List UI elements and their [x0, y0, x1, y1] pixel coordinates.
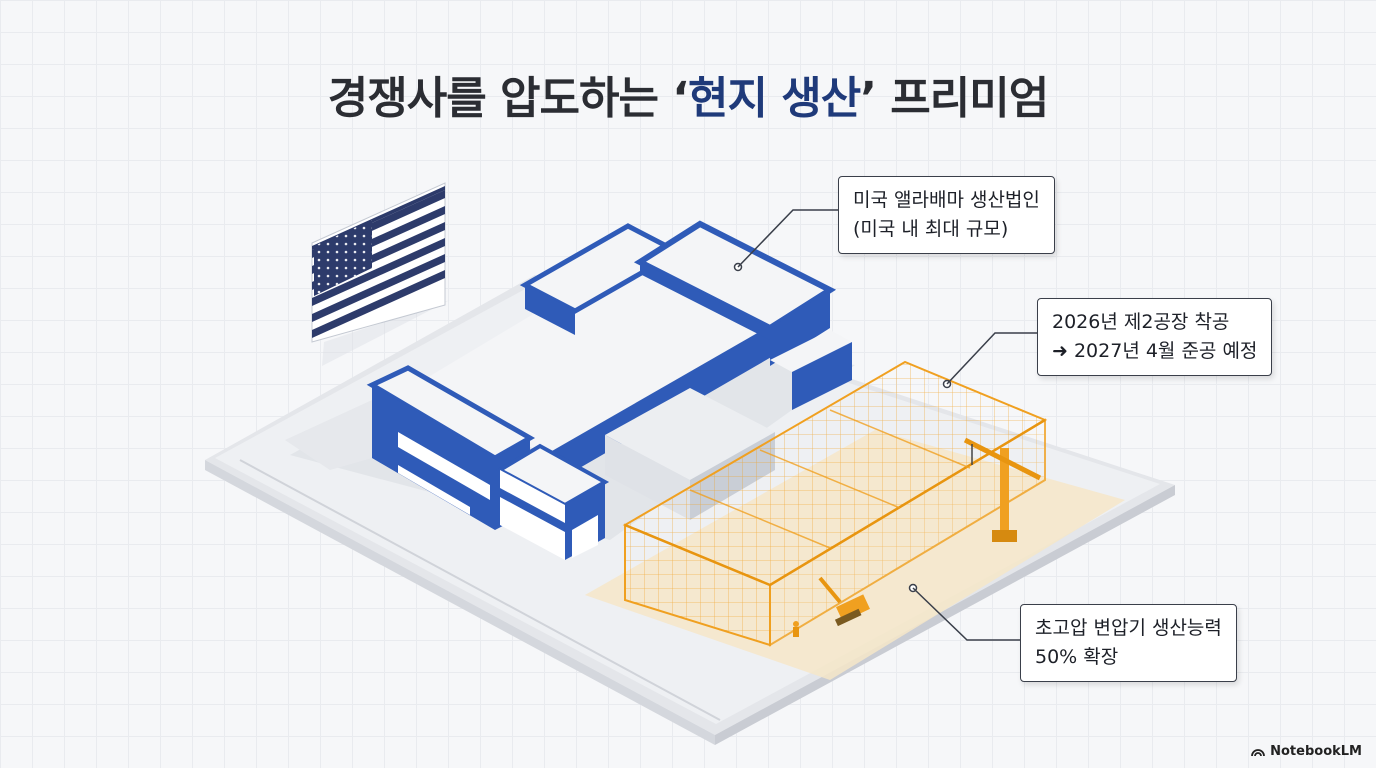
callout-capacity-line1: 초고압 변압기 생산능력 — [1035, 617, 1222, 639]
brand-watermark: NotebookLM — [1251, 744, 1362, 759]
us-flag — [311, 182, 450, 366]
callout-alabama-line1: 미국 앨라배마 생산법인 — [853, 189, 1040, 211]
callout-capacity: 초고압 변압기 생산능력 50% 확장 — [1020, 604, 1237, 682]
title-text-end: ’ 프리미엄 — [860, 73, 1049, 124]
callout-alabama-line2: (미국 내 최대 규모) — [853, 218, 1009, 240]
worker-icon — [793, 621, 799, 637]
leader-line-second-plant — [946, 332, 1037, 385]
brand-label: NotebookLM — [1270, 744, 1362, 759]
notebooklm-logo-icon — [1251, 748, 1266, 756]
leader-line-capacity — [912, 587, 1020, 641]
page-title: 경쟁사를 압도하는 ‘현지 생산’ 프리미엄 — [0, 62, 1376, 126]
tower-crane-icon — [963, 437, 1042, 542]
construction-frame — [622, 360, 1048, 647]
callout-capacity-line2: 50% 확장 — [1035, 646, 1119, 668]
leader-line-alabama — [737, 209, 838, 268]
excavator-icon — [818, 576, 870, 627]
callout-alabama-plant: 미국 앨라배마 생산법인 (미국 내 최대 규모) — [838, 176, 1055, 254]
callout-second-plant-line2: ➜ 2027년 4월 준공 예정 — [1052, 340, 1258, 362]
callout-second-plant: 2026년 제2공장 착공 ➜ 2027년 4월 준공 예정 — [1037, 298, 1273, 376]
title-text-start: 경쟁사를 압도하는 ‘ — [327, 73, 689, 124]
title-highlight: 현지 생산 — [688, 73, 861, 124]
callout-second-plant-line1: 2026년 제2공장 착공 — [1052, 311, 1230, 333]
